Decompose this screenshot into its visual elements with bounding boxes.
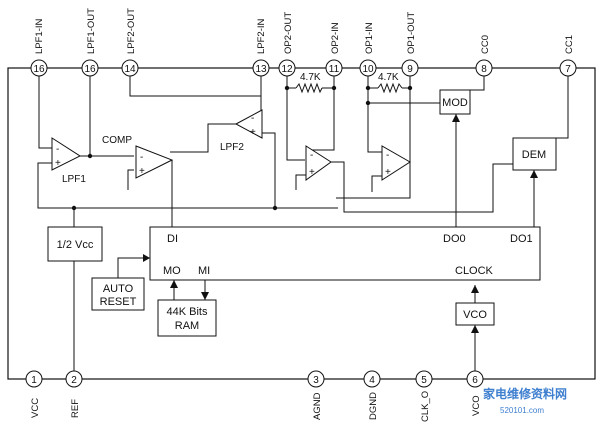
bottom-pin-numbers: 1 2 3 4 5 6 bbox=[31, 375, 478, 386]
svg-text:+: + bbox=[385, 167, 391, 178]
lpf2-label: LPF2 bbox=[220, 142, 244, 153]
pin-1 bbox=[25, 370, 43, 388]
lpf1-amp bbox=[51, 137, 82, 171]
pin-label-lpf2-out: LPF2-OUT bbox=[126, 8, 137, 54]
pin-label-op1-out: OP1-OUT bbox=[406, 12, 417, 54]
svg-text:8: 8 bbox=[481, 64, 487, 75]
svg-text:+: + bbox=[309, 167, 315, 178]
svg-text:+: + bbox=[250, 127, 256, 138]
auto-reset-label-2: RESET bbox=[100, 296, 137, 308]
lpf1-label: LPF1 bbox=[62, 174, 86, 185]
svg-text:7: 7 bbox=[565, 64, 571, 75]
vco-block bbox=[455, 302, 495, 326]
ram-block bbox=[157, 299, 217, 337]
resistor-op2-label: 4.7K bbox=[300, 72, 321, 83]
half-vcc-block bbox=[47, 226, 103, 262]
pin-3 bbox=[307, 370, 325, 388]
arrowheads bbox=[143, 114, 538, 333]
svg-text:1: 1 bbox=[31, 375, 37, 386]
ram-label-1: 44K Bits bbox=[167, 306, 208, 318]
junctions bbox=[71, 85, 413, 211]
resistors bbox=[295, 82, 403, 94]
svg-text:+: + bbox=[55, 158, 61, 169]
auto-reset-label-1: AUTO bbox=[103, 283, 134, 295]
core-do0-label: DO0 bbox=[443, 233, 466, 245]
watermark-brand: 家电维修资料网 bbox=[483, 386, 567, 401]
op1-amp bbox=[381, 145, 411, 181]
core-mi-label: MI bbox=[198, 265, 210, 277]
svg-text:-: - bbox=[386, 150, 389, 161]
svg-text:2: 2 bbox=[71, 375, 77, 386]
svg-text:3: 3 bbox=[313, 375, 319, 386]
auto-reset-block bbox=[91, 277, 145, 311]
svg-text:4: 4 bbox=[369, 375, 375, 386]
pin-label-ref: REF bbox=[70, 399, 81, 418]
amp-signs: - + - + - + - + - + bbox=[55, 113, 391, 178]
pin-label-op2-in: OP2-IN bbox=[330, 22, 341, 54]
vco-label: VCO bbox=[463, 309, 487, 321]
svg-text:10: 10 bbox=[362, 64, 374, 75]
svg-text:16: 16 bbox=[84, 64, 96, 75]
pin-label-lpf2-in: LPF2-IN bbox=[256, 18, 267, 54]
svg-text:+: + bbox=[139, 166, 145, 177]
core-clock-label: CLOCK bbox=[455, 265, 494, 277]
resistor-op2 bbox=[295, 82, 323, 94]
comp-amp bbox=[135, 145, 174, 179]
pin-label-cc1: CC1 bbox=[564, 35, 575, 54]
dem-block bbox=[512, 137, 557, 171]
svg-text:13: 13 bbox=[255, 64, 267, 75]
svg-text:-: - bbox=[56, 144, 59, 155]
resistor-op1 bbox=[377, 82, 403, 94]
core-di-label: DI bbox=[167, 233, 178, 245]
chip-outline bbox=[7, 67, 596, 380]
mod-block bbox=[439, 89, 471, 115]
svg-text:11: 11 bbox=[329, 64, 340, 75]
pin-label-vcc: VCC bbox=[30, 398, 41, 418]
top-pins bbox=[30, 59, 577, 77]
svg-text:9: 9 bbox=[407, 64, 413, 75]
svg-text:-: - bbox=[310, 150, 313, 161]
top-pin-numbers: 16 16 14 13 12 11 10 9 8 7 bbox=[33, 64, 571, 75]
svg-text:-: - bbox=[251, 113, 254, 124]
blocks bbox=[47, 89, 557, 337]
watermark-url: 520101.com bbox=[500, 406, 544, 415]
pin-label-op1-in: OP1-IN bbox=[364, 22, 375, 54]
resistor-op1-label: 4.7K bbox=[378, 72, 399, 83]
pin-2 bbox=[65, 370, 83, 388]
pin-4 bbox=[363, 370, 381, 388]
bottom-pin-labels: VCC REF AGND DGND CLK_O VCO bbox=[30, 391, 482, 422]
core-do1-label: DO1 bbox=[510, 233, 533, 245]
half-vcc-label: 1/2 Vcc bbox=[57, 239, 94, 251]
svg-text:12: 12 bbox=[281, 64, 293, 75]
pin-label-cc0: CC0 bbox=[480, 35, 491, 54]
core-block bbox=[149, 226, 541, 281]
svg-text:5: 5 bbox=[421, 375, 427, 386]
pin-label-lpf1-in: LPF1-IN bbox=[34, 18, 45, 54]
pin-label-op2-out: OP2-OUT bbox=[283, 12, 294, 54]
dem-label: DEM bbox=[522, 149, 546, 161]
wires bbox=[37, 76, 569, 371]
svg-text:14: 14 bbox=[124, 64, 136, 75]
op-amps bbox=[51, 109, 411, 181]
svg-text:-: - bbox=[140, 152, 143, 163]
pin-label-clk-o: CLK_O bbox=[420, 391, 431, 422]
comp-label: COMP bbox=[102, 135, 132, 146]
watermark: 家电维修资料网 520101.com bbox=[483, 386, 567, 415]
pin-5 bbox=[415, 370, 433, 388]
pin-label-vco: VCO bbox=[471, 395, 482, 416]
mod-label: MOD bbox=[442, 97, 468, 109]
pin-label-lpf1-out: LPF1-OUT bbox=[86, 8, 97, 54]
ram-label-2: RAM bbox=[175, 320, 199, 332]
svg-text:16: 16 bbox=[33, 64, 45, 75]
pin-label-agnd: AGND bbox=[312, 392, 323, 420]
pin-label-dgnd: DGND bbox=[368, 392, 379, 420]
lpf2-amp bbox=[234, 109, 263, 139]
bottom-pins bbox=[25, 370, 484, 388]
op2-amp bbox=[305, 145, 332, 181]
svg-text:6: 6 bbox=[472, 375, 478, 386]
top-pin-labels: LPF1-IN LPF1-OUT LPF2-OUT LPF2-IN OP2-OU… bbox=[34, 8, 575, 54]
pin-6 bbox=[466, 370, 484, 388]
core-mo-label: MO bbox=[163, 265, 181, 277]
